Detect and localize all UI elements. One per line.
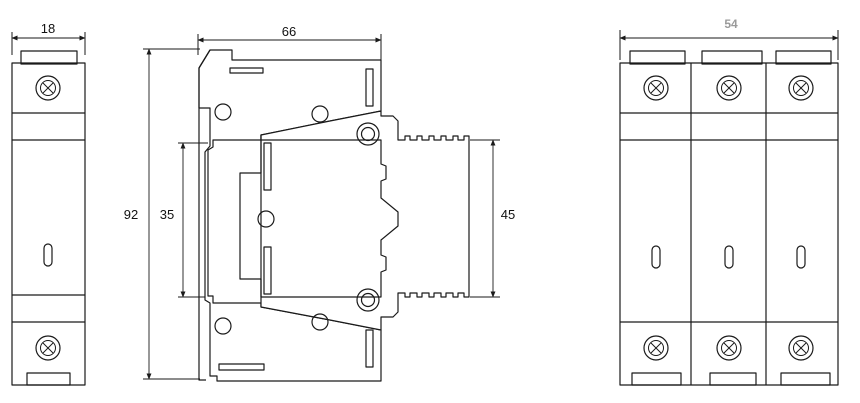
single-width-label: 18	[41, 21, 55, 36]
terminal-screw-icon	[788, 75, 814, 101]
terminal-pin-icon	[356, 288, 380, 312]
indicator-window-icon	[724, 245, 734, 269]
terminal-screw-icon	[716, 335, 742, 361]
indicator-window-icon	[651, 245, 661, 269]
mounting-hole	[257, 210, 275, 228]
terminal-screw-icon	[643, 75, 669, 101]
terminal-screw-icon	[716, 75, 742, 101]
mounting-hole	[214, 103, 232, 121]
mounting-hole	[311, 105, 329, 123]
mounting-hole	[214, 317, 232, 335]
single-pole-front-view: 18	[11, 21, 86, 386]
terminal-screw-icon	[35, 75, 61, 101]
indicator-window-icon	[796, 245, 806, 269]
mounting-hole	[311, 313, 329, 331]
terminal-pin-icon	[356, 122, 380, 146]
side-view: 66 92 35 45	[124, 24, 515, 382]
rail-width-label: 35	[160, 207, 174, 222]
triple-width-label: 54	[724, 17, 738, 31]
terminal-screw-icon	[35, 335, 61, 361]
front-height-label: 45	[501, 207, 515, 222]
indicator-window-icon	[43, 243, 53, 267]
side-depth-label: 66	[282, 24, 296, 39]
three-pole-front-view: 54	[619, 17, 839, 386]
terminal-screw-icon	[643, 335, 669, 361]
terminal-screw-icon	[788, 335, 814, 361]
side-height-label: 92	[124, 207, 138, 222]
